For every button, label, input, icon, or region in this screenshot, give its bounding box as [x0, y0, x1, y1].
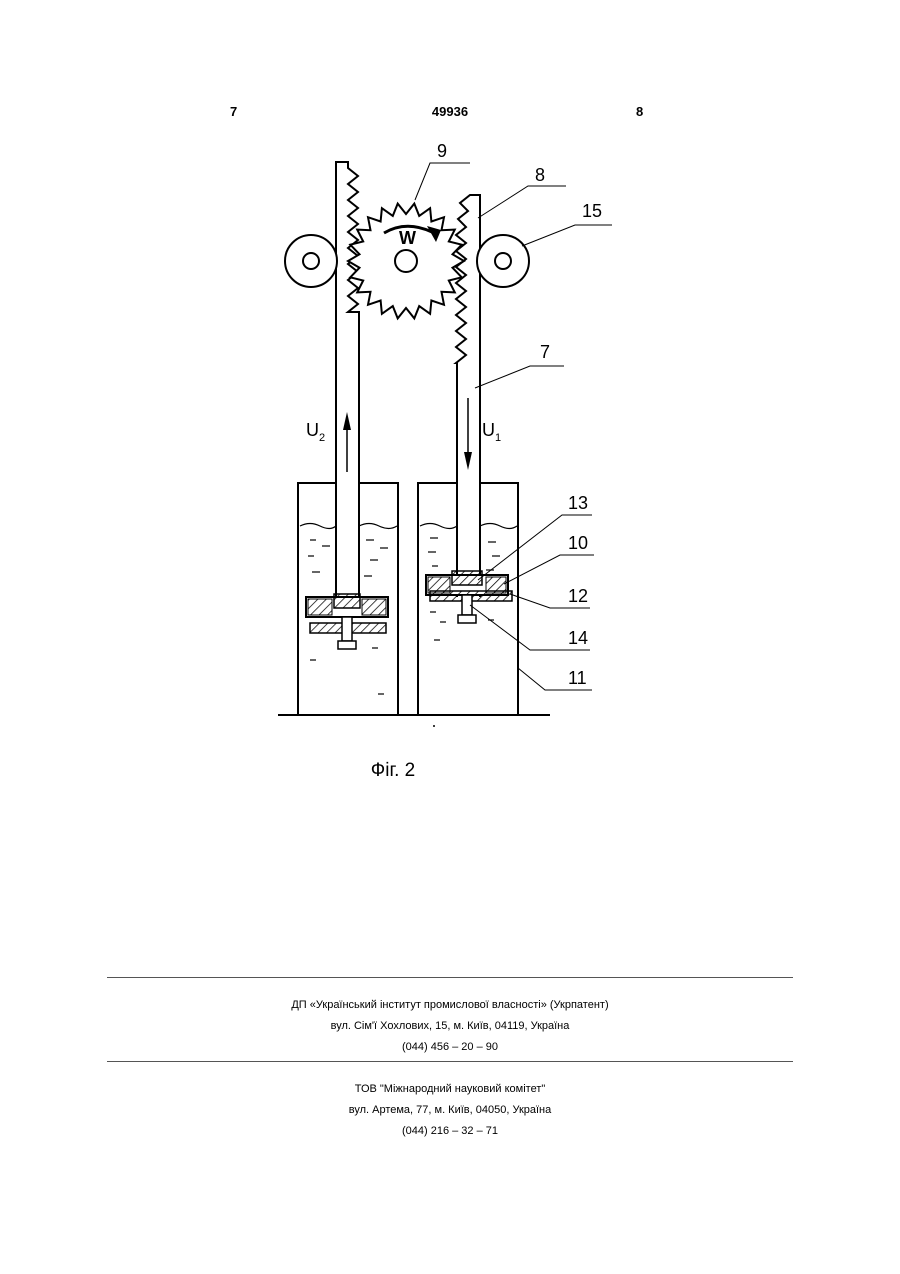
velocity-right-sub: 1: [495, 432, 501, 444]
footer-publisher-block: ДП «Український інститут промислової вла…: [0, 995, 900, 1058]
left-roller: [285, 235, 337, 287]
publisher-name: ДП «Український інститут промислової вла…: [0, 995, 900, 1016]
rotation-label: W: [399, 228, 416, 248]
left-piston: [306, 594, 388, 649]
svg-text:U2: U2: [306, 420, 325, 444]
publisher-address: вул. Сім'ї Хохлових, 15, м. Київ, 04119,…: [0, 1016, 900, 1037]
gear: [348, 204, 464, 319]
printer-phone: (044) 216 – 32 – 71: [0, 1121, 900, 1142]
publisher-phone: (044) 456 – 20 – 90: [0, 1037, 900, 1058]
left-rack-bar: [336, 162, 359, 597]
right-piston: [426, 571, 512, 623]
printer-address: вул. Артема, 77, м. Київ, 04050, Україна: [0, 1100, 900, 1121]
velocity-left-sub: 2: [319, 432, 325, 444]
velocity-arrow-right: U1: [464, 398, 501, 470]
right-rack-bar: [456, 195, 480, 597]
velocity-arrow-left: U2: [306, 412, 351, 472]
footer-divider-top: [107, 977, 793, 978]
velocity-right-symbol: U: [482, 420, 495, 440]
right-roller: [477, 235, 529, 287]
footer-divider-bottom: [107, 1061, 793, 1062]
mechanism-figure: W U2 U1: [0, 0, 900, 800]
svg-text:U1: U1: [482, 420, 501, 444]
printer-name: ТОВ "Міжнародний науковий комітет": [0, 1079, 900, 1100]
velocity-left-symbol: U: [306, 420, 319, 440]
ref-label-14: 14: [568, 628, 588, 648]
ref-label-7: 7: [540, 342, 550, 362]
figure-caption: Фіг. 2: [0, 760, 786, 782]
ref-label-11: 11: [568, 668, 587, 688]
stray-dot: [433, 725, 435, 727]
ref-label-9: 9: [437, 141, 447, 161]
ref-label-13: 13: [568, 493, 588, 513]
ref-label-12: 12: [568, 586, 588, 606]
ref-label-10: 10: [568, 533, 588, 553]
ref-label-8: 8: [535, 165, 545, 185]
footer-printer-block: ТОВ "Міжнародний науковий комітет" вул. …: [0, 1079, 900, 1142]
ref-label-15: 15: [582, 201, 602, 221]
